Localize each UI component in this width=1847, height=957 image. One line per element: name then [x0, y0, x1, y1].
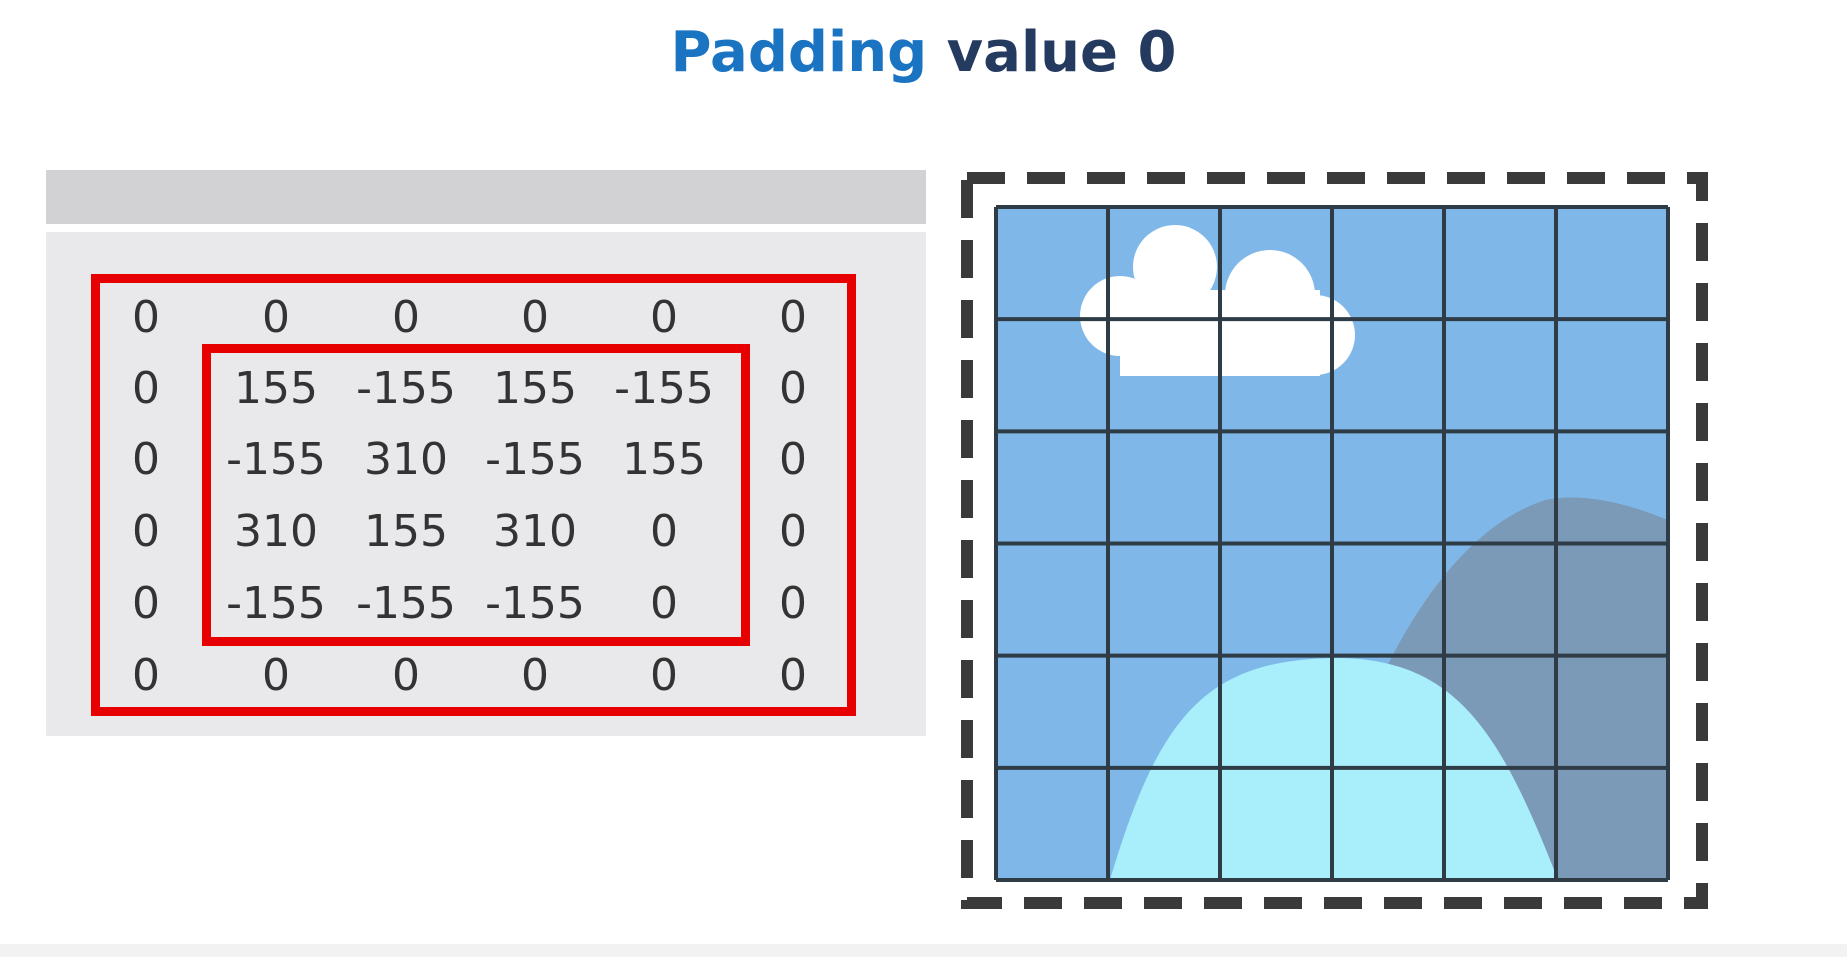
slide-title: Padding value 0 — [0, 20, 1847, 85]
matrix-cell: 0 — [392, 650, 420, 701]
matrix-cell: 0 — [650, 506, 678, 557]
matrix-cell: 310 — [234, 506, 318, 557]
matrix-cell: -155 — [356, 578, 456, 629]
matrix-cell: 0 — [779, 292, 807, 343]
title-accent-word: Padding — [670, 20, 928, 85]
matrix-cell: 0 — [779, 578, 807, 629]
matrix-cell: 0 — [132, 578, 160, 629]
padded-matrix-frame — [91, 274, 856, 716]
matrix-panel — [46, 232, 926, 736]
matrix-cell: 310 — [364, 434, 448, 485]
matrix-cell: -155 — [356, 363, 456, 414]
original-matrix-frame — [202, 344, 750, 646]
matrix-cell: 0 — [650, 578, 678, 629]
matrix-header-bar — [46, 170, 926, 224]
matrix-cell: 0 — [521, 292, 549, 343]
matrix-cell: 0 — [262, 292, 290, 343]
matrix-cell: 0 — [132, 363, 160, 414]
matrix-cell: 155 — [364, 506, 448, 557]
matrix-cell: -155 — [485, 578, 585, 629]
matrix-cell: -155 — [485, 434, 585, 485]
matrix-cell: 0 — [132, 292, 160, 343]
matrix-cell: 155 — [493, 363, 577, 414]
matrix-cell: 155 — [622, 434, 706, 485]
matrix-cell: 0 — [650, 292, 678, 343]
matrix-cell: 0 — [779, 434, 807, 485]
bottom-strip — [0, 944, 1847, 957]
matrix-cell: -155 — [226, 578, 326, 629]
pixel-grid — [994, 205, 1670, 882]
matrix-cell: 0 — [262, 650, 290, 701]
matrix-cell: 0 — [392, 292, 420, 343]
title-rest: value 0 — [946, 20, 1177, 85]
matrix-cell: -155 — [614, 363, 714, 414]
matrix-cell: 0 — [779, 650, 807, 701]
matrix-cell: 0 — [132, 506, 160, 557]
matrix-cell: -155 — [226, 434, 326, 485]
matrix-cell: 0 — [650, 650, 678, 701]
image-svg — [961, 172, 1708, 909]
matrix-cell: 155 — [234, 363, 318, 414]
matrix-cell: 0 — [132, 434, 160, 485]
matrix-cell: 0 — [132, 650, 160, 701]
matrix-cell: 0 — [521, 650, 549, 701]
matrix-cell: 310 — [493, 506, 577, 557]
matrix-cell: 0 — [779, 506, 807, 557]
padding-dashed-border — [961, 172, 1708, 909]
matrix-cell: 0 — [779, 363, 807, 414]
padded-image-illustration — [955, 170, 1715, 910]
